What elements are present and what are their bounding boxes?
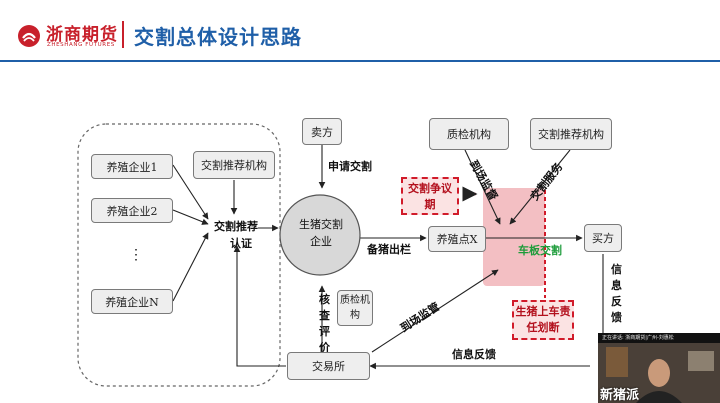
webcam-overlay: 正在讲话: 浙商期货|广州-刘惠松 bbox=[598, 333, 720, 403]
quality-org-top: 质检机构 bbox=[429, 118, 509, 150]
farm-ellipsis: ⋮ bbox=[129, 247, 143, 263]
quality-org-mid: 质检机构 bbox=[337, 290, 373, 326]
pig-enterprise-label: 生猪交割企业 bbox=[299, 218, 343, 248]
dispute-period-highlight: 交割争议期 bbox=[401, 177, 459, 215]
label-apply-delivery: 申请交割 bbox=[328, 160, 372, 173]
header-rule bbox=[0, 60, 720, 62]
label-prepare-outbound: 备猪出栏 bbox=[367, 243, 411, 256]
farm-point-x: 养殖点X bbox=[428, 226, 486, 252]
speaker-bar: 正在讲话: 浙商期货|广州-刘惠松 bbox=[598, 333, 720, 343]
label-info-feedback-vertical: 信息反馈 bbox=[611, 263, 622, 324]
farm-enterprise-n: 养殖企业N bbox=[91, 289, 173, 314]
buyer-box: 买方 bbox=[584, 224, 622, 252]
header-divider bbox=[122, 21, 124, 48]
farm-enterprise-1: 养殖企业1 bbox=[91, 154, 173, 179]
brand-name-en: ZHESHANG FUTURES bbox=[47, 42, 115, 48]
webcam-watermark: 新猪派 bbox=[600, 388, 640, 403]
slide-title: 交割总体设计思路 bbox=[134, 25, 302, 49]
farm-group-outline bbox=[77, 123, 281, 387]
recommend-org-left: 交割推荐机构 bbox=[193, 151, 275, 179]
exchange-box: 交易所 bbox=[287, 352, 370, 380]
label-delivery-recommend: 交割推荐 bbox=[214, 220, 258, 233]
responsibility-highlight: 生猪上车责任划断 bbox=[512, 300, 574, 340]
farm-enterprise-2: 养殖企业2 bbox=[91, 198, 173, 223]
label-inspect: 核查评价 bbox=[319, 293, 330, 354]
label-certify: 认证 bbox=[230, 237, 252, 250]
truck-delivery-zone bbox=[483, 188, 545, 286]
label-truck-delivery: 车板交割 bbox=[518, 244, 562, 257]
brand-name: 浙商期货 bbox=[46, 25, 118, 45]
recommend-org-right: 交割推荐机构 bbox=[530, 118, 612, 150]
seller-box: 卖方 bbox=[302, 118, 342, 145]
pig-enterprise-circle bbox=[279, 194, 361, 276]
slide-header: 浙商期货 ZHESHANG FUTURES 交割总体设计思路 bbox=[0, 0, 720, 62]
zheshang-logo-icon bbox=[18, 25, 40, 47]
speaker-video-icon bbox=[598, 343, 720, 403]
label-info-feedback: 信息反馈 bbox=[452, 348, 496, 361]
